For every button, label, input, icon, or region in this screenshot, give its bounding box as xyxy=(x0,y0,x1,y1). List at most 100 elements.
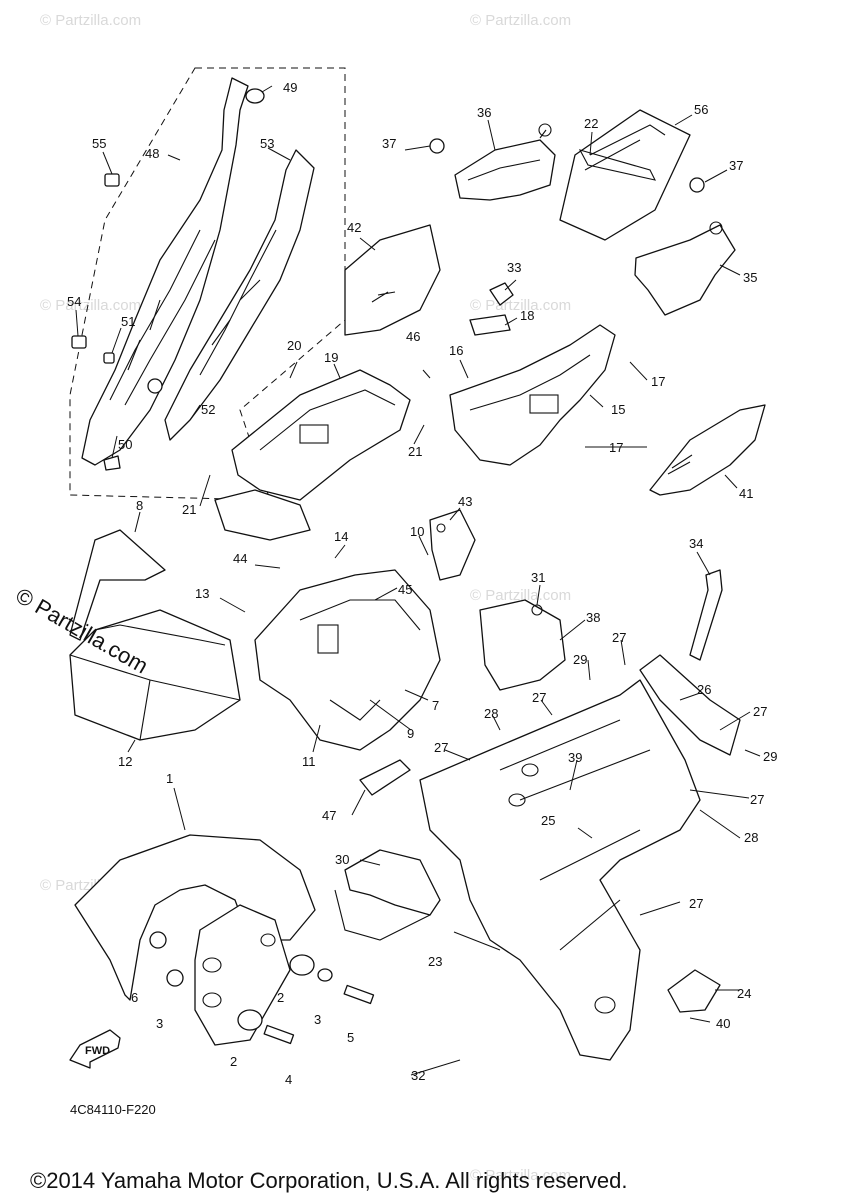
callout-29: 29 xyxy=(573,652,587,667)
callout-3: 3 xyxy=(156,1016,163,1031)
watermark: © Partzilla.com xyxy=(470,587,571,604)
callout-43: 43 xyxy=(458,494,472,509)
side-cover-group-outline xyxy=(69,67,346,501)
part-1-front-fender xyxy=(74,834,316,1046)
callout-30: 30 xyxy=(335,852,349,867)
part-36-bracket xyxy=(454,123,556,201)
watermark: © Partzilla.com xyxy=(40,297,141,314)
fender-hardware xyxy=(149,931,375,1045)
callout-44: 44 xyxy=(233,551,247,566)
callout-31: 31 xyxy=(531,570,545,585)
callout-4: 4 xyxy=(285,1072,292,1087)
callout-50: 50 xyxy=(118,437,132,452)
callout-12: 12 xyxy=(118,754,132,769)
part-7-frame xyxy=(254,569,441,751)
part-53-inner-cover xyxy=(164,149,315,441)
callout-46: 46 xyxy=(406,329,420,344)
callout-45: 45 xyxy=(398,582,412,597)
fwd-label: FWD xyxy=(85,1045,110,1057)
callout-33: 33 xyxy=(507,260,521,275)
callout-16: 16 xyxy=(449,343,463,358)
part-22-56-strap xyxy=(559,109,691,241)
callout-27: 27 xyxy=(434,740,448,755)
callout-23: 23 xyxy=(428,954,442,969)
part-12-battery-box xyxy=(69,609,241,741)
part-19-tray xyxy=(231,369,411,501)
callout-32: 32 xyxy=(411,1068,425,1083)
callout-27: 27 xyxy=(750,792,764,807)
callout-labels: 1 2 2 3 3 4 5 6 7 8 9 10 11 12 13 14 15 … xyxy=(67,80,777,1087)
callout-11: 11 xyxy=(302,754,316,769)
callout-22: 22 xyxy=(584,116,598,131)
diagram-code: 4C84110-F220 xyxy=(70,1102,156,1117)
callout-38: 38 xyxy=(586,610,600,625)
callout-6: 6 xyxy=(131,990,138,1005)
callout-28: 28 xyxy=(744,830,758,845)
callout-7: 7 xyxy=(432,698,439,713)
watermark: © Partzilla.com xyxy=(40,12,141,29)
callout-2: 2 xyxy=(230,1054,237,1069)
callout-1: 1 xyxy=(166,771,173,786)
callout-55: 55 xyxy=(92,136,106,151)
callout-24: 24 xyxy=(737,986,751,1001)
copyright-notice: ©2014 Yamaha Motor Corporation, U.S.A. A… xyxy=(30,1168,627,1193)
callout-18: 18 xyxy=(520,308,534,323)
callout-47: 47 xyxy=(322,808,336,823)
part-21-plate xyxy=(214,489,311,541)
callout-13: 13 xyxy=(195,586,209,601)
watermark: © Partzilla.com xyxy=(470,12,571,29)
callout-17: 17 xyxy=(651,374,665,389)
callout-25: 25 xyxy=(541,813,555,828)
callout-27: 27 xyxy=(532,690,546,705)
callout-36: 36 xyxy=(477,105,491,120)
callout-5: 5 xyxy=(347,1030,354,1045)
callout-27: 27 xyxy=(689,896,703,911)
part-24-plate xyxy=(667,969,721,1013)
callout-21: 21 xyxy=(182,502,196,517)
part-34-cable-tie xyxy=(689,569,723,661)
callout-29: 29 xyxy=(763,749,777,764)
callout-2: 2 xyxy=(277,990,284,1005)
callout-19: 19 xyxy=(324,350,338,365)
callout-52: 52 xyxy=(201,402,215,417)
callout-9: 9 xyxy=(407,726,414,741)
callout-40: 40 xyxy=(716,1016,730,1031)
part-35-bracket xyxy=(634,221,736,316)
callout-54: 54 xyxy=(67,294,81,309)
part-47-pad xyxy=(359,759,411,796)
callout-48: 48 xyxy=(145,146,159,161)
callout-37: 37 xyxy=(382,136,396,151)
part-43-bracket xyxy=(429,509,476,581)
callout-27: 27 xyxy=(612,630,626,645)
part-37-bolt xyxy=(429,138,445,154)
callout-49: 49 xyxy=(283,80,297,95)
watermark: © Partzilla.com xyxy=(470,1167,571,1184)
part-30-wire-bracket xyxy=(334,849,441,941)
callout-42: 42 xyxy=(347,220,361,235)
callout-21: 21 xyxy=(408,444,422,459)
watermark: © Partzilla.com xyxy=(470,297,571,314)
part-48-side-cover xyxy=(81,77,249,466)
callout-3: 3 xyxy=(314,1012,321,1027)
callout-51: 51 xyxy=(121,314,135,329)
part-26-rail xyxy=(639,654,741,756)
part-37-bolt xyxy=(689,177,705,193)
part-15-bracket xyxy=(449,324,616,466)
callout-20: 20 xyxy=(287,338,301,353)
callout-17: 17 xyxy=(609,440,623,455)
callout-41: 41 xyxy=(739,486,753,501)
leader-lines xyxy=(75,85,761,1076)
callout-28: 28 xyxy=(484,706,498,721)
callout-8: 8 xyxy=(136,498,143,513)
part-42-panel xyxy=(344,224,441,336)
callout-10: 10 xyxy=(410,524,424,539)
callout-53: 53 xyxy=(260,136,274,151)
callout-56: 56 xyxy=(694,102,708,117)
fwd-arrow-icon: FWD xyxy=(69,1029,121,1069)
part-8-strap xyxy=(69,529,166,641)
hardware-small xyxy=(71,88,265,471)
part-41-panel xyxy=(649,404,766,496)
callout-15: 15 xyxy=(611,402,625,417)
part-38-bracket xyxy=(479,599,566,691)
callout-14: 14 xyxy=(334,529,348,544)
